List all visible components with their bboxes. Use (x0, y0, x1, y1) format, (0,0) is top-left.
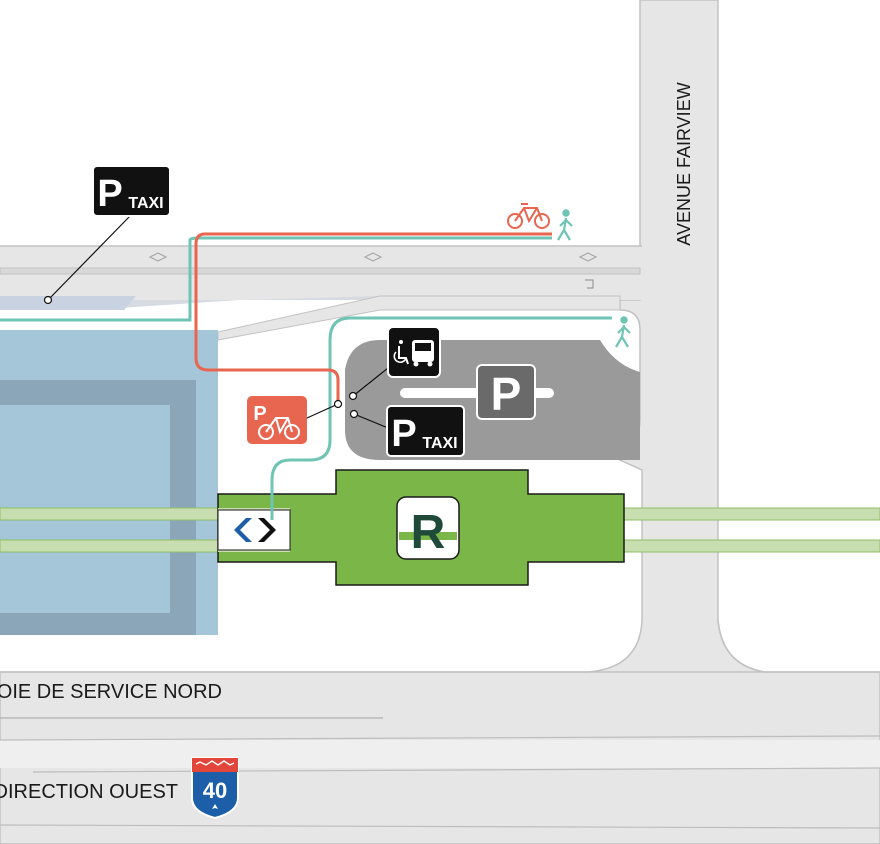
pedestrian-icon (557, 209, 573, 241)
paths (0, 232, 612, 520)
wheelchair-bus-icon[interactable] (387, 326, 441, 378)
parking-p: P (491, 368, 522, 420)
taxi-north-p: P (97, 173, 122, 215)
highway-40-shield-icon: 40 (191, 757, 239, 820)
bike-path (194, 232, 552, 404)
taxi-stand-sign-north[interactable]: P TAXI (92, 165, 171, 217)
taxi-south-label: TAXI (422, 435, 457, 452)
highway-number: 40 (203, 778, 227, 803)
leader-lines (43, 215, 389, 429)
bike-parking-icon[interactable]: P (247, 396, 307, 444)
service-road-label: VOIE DE SERVICE NORD (0, 681, 222, 703)
pedestrian-icon (615, 316, 631, 348)
avenue-fairview-label: AVENUE FAIRVIEW (674, 82, 694, 245)
station-symbol: R (411, 506, 446, 559)
highway-direction-label: DIRECTION OUEST (0, 781, 178, 803)
parking-icon[interactable]: P (476, 364, 536, 420)
building (0, 330, 218, 635)
bike-parking-p: P (253, 403, 266, 425)
pedestrian-path-north (0, 236, 552, 322)
taxi-south-p: P (391, 413, 416, 455)
taxi-stand-sign-south[interactable]: P TAXI (386, 405, 465, 457)
station-entrance-arrows-icon (234, 518, 276, 542)
taxi-north-label: TAXI (128, 195, 163, 212)
pedestrian-path-south (270, 316, 612, 520)
bicycle-icon (507, 203, 550, 229)
station-r-sign: R (396, 496, 460, 560)
